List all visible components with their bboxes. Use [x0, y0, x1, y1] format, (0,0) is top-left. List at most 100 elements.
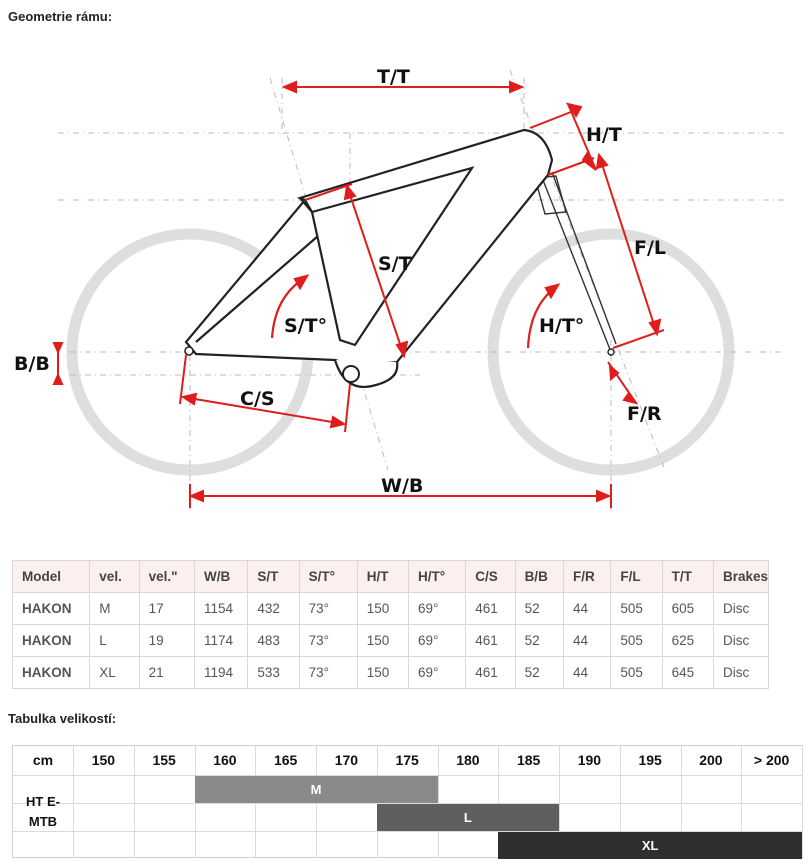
angle-arcs — [270, 274, 561, 349]
col-bb: B/B — [514, 560, 564, 593]
model-cell: HAKON — [11, 592, 91, 625]
geometry-table: Model vel. vel." W/B S/T S/T° H/T H/T° C… — [11, 560, 770, 689]
height-column-header: 160 — [213, 752, 237, 768]
table-cell: Disc — [712, 592, 770, 625]
col-brakes: Brakes — [712, 560, 770, 593]
height-column-header: 165 — [273, 752, 298, 768]
table-cell: 625 — [661, 624, 714, 657]
grid-line — [680, 746, 682, 857]
table-cell: Disc — [712, 624, 770, 657]
table-cell: 505 — [610, 656, 663, 689]
bike-frame — [184, 128, 554, 389]
table-cell: 44 — [562, 624, 612, 657]
size-bar-xl: XL — [498, 832, 802, 859]
grid-line — [13, 775, 802, 776]
grid-line — [498, 746, 500, 857]
table-cell: 150 — [356, 624, 410, 657]
label-ht-angle: H/T° — [539, 315, 584, 337]
table-cell: 533 — [247, 656, 300, 689]
table-cell: 505 — [610, 624, 663, 657]
table-cell: 461 — [465, 592, 516, 625]
table-cell: 19 — [138, 624, 195, 657]
table-cell: Disc — [712, 656, 770, 689]
frame-geometry-diagram: T/T H/T S/T S/T° F/L H/T° B/B C/S F/R W/… — [14, 66, 785, 510]
table-cell: 21 — [138, 656, 195, 689]
grid-line — [13, 831, 802, 832]
size-unit-label: cm — [32, 752, 54, 768]
grid-line — [133, 746, 135, 857]
table-cell: 505 — [610, 592, 663, 625]
label-st: S/T — [378, 253, 412, 275]
height-column-header: 150 — [91, 752, 116, 768]
col-model: Model — [11, 560, 91, 593]
table-cell: 150 — [356, 592, 410, 625]
dimension-lines — [52, 80, 665, 508]
table-cell: 69° — [408, 656, 467, 689]
table-cell: 73° — [298, 592, 358, 625]
grid-line — [437, 746, 439, 857]
fork — [534, 171, 617, 353]
height-column-header: 200 — [699, 752, 723, 768]
label-st-angle: S/T° — [284, 315, 327, 337]
height-column-header: 155 — [152, 752, 176, 768]
height-column-header: > 200 — [753, 752, 790, 768]
table-cell: 483 — [247, 624, 300, 657]
height-column-header: 195 — [638, 752, 662, 768]
table-cell: 461 — [465, 656, 516, 689]
col-size-inch: vel." — [138, 560, 195, 593]
label-wb: W/B — [381, 475, 423, 497]
table-cell: 52 — [514, 592, 564, 625]
size-row-label-line: MTB — [28, 814, 58, 829]
table-cell: 17 — [138, 592, 195, 625]
height-column-header: 170 — [334, 752, 359, 768]
col-st: S/T — [247, 560, 300, 593]
height-column-header: 175 — [395, 752, 419, 768]
table-cell: 432 — [247, 592, 300, 625]
grid-line — [741, 746, 743, 857]
col-size: vel. — [89, 560, 140, 593]
label-ht: H/T — [586, 124, 622, 146]
table-cell: XL — [89, 656, 140, 689]
table-cell: 605 — [661, 592, 714, 625]
size-row-label: HT E- MTB — [13, 792, 73, 832]
model-cell: HAKON — [11, 656, 91, 689]
label-cs: C/S — [240, 388, 275, 410]
front-axle — [607, 348, 615, 356]
geometry-heading: Geometrie rámu: — [8, 9, 113, 24]
table-cell: 1194 — [193, 656, 249, 689]
table-cell: 645 — [661, 656, 714, 689]
table-cell: M — [89, 592, 140, 625]
table-cell: 52 — [514, 624, 564, 657]
model-cell: HAKON — [11, 624, 91, 657]
table-cell: 461 — [465, 624, 516, 657]
col-ht-angle: H/T° — [408, 560, 467, 593]
height-column-header: 185 — [516, 752, 541, 768]
size-bar-l: L — [376, 804, 559, 831]
geometry-table-header: Model vel. vel." W/B S/T S/T° H/T H/T° C… — [11, 560, 770, 593]
col-st-angle: S/T° — [298, 560, 358, 593]
grid-line — [73, 746, 74, 857]
size-chart-heading: Tabulka velikostí: — [8, 711, 117, 726]
table-cell: 44 — [562, 656, 612, 689]
height-column-header: 190 — [577, 752, 602, 768]
grid-line — [559, 746, 560, 857]
bottom-bracket — [342, 365, 360, 383]
size-row-label-line: HT E- — [26, 794, 60, 809]
table-cell: 1174 — [193, 624, 249, 657]
table-cell: 73° — [298, 624, 358, 657]
col-tt: T/T — [661, 560, 714, 593]
label-tt: T/T — [377, 66, 410, 88]
col-wb: W/B — [193, 560, 249, 593]
label-fr: F/R — [627, 403, 662, 425]
col-fr: F/R — [562, 560, 612, 593]
table-cell: 1154 — [193, 592, 249, 625]
table-cell: L — [89, 624, 140, 657]
grid-line — [13, 803, 802, 804]
label-fl: F/L — [634, 237, 666, 259]
table-cell: 69° — [408, 624, 467, 657]
table-cell: 44 — [562, 592, 612, 625]
